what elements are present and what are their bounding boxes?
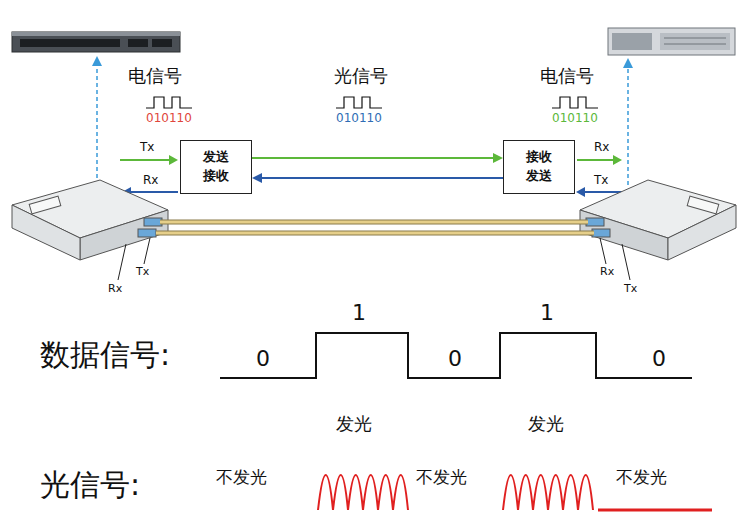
arrow-head bbox=[493, 153, 503, 163]
bit-value: 0 bbox=[448, 346, 462, 371]
optical-module bbox=[12, 180, 168, 260]
box-text: 发送 bbox=[526, 167, 552, 186]
signal-name: Rx bbox=[594, 141, 609, 155]
box-text: 接收 bbox=[526, 148, 552, 167]
signal-connector bbox=[252, 153, 503, 163]
bit-value: 1 bbox=[352, 300, 366, 325]
bit-value: 1 bbox=[540, 300, 554, 325]
signal-name: Tx bbox=[594, 174, 608, 188]
pin-name: Rx bbox=[108, 283, 122, 296]
row-heading: 数据信号: bbox=[40, 338, 170, 373]
pin-name: Tx bbox=[624, 283, 637, 296]
row-heading: 光信号: bbox=[40, 468, 140, 503]
fiber-cable bbox=[156, 222, 594, 233]
leader-line bbox=[118, 238, 630, 280]
optical-module bbox=[580, 180, 736, 260]
state-label: 发光 bbox=[528, 414, 564, 435]
process-box: 接收发送 bbox=[503, 140, 575, 194]
signal-name: Tx bbox=[140, 141, 154, 155]
bit-string: 010110 bbox=[146, 112, 192, 126]
signal-connector bbox=[252, 173, 503, 183]
pin-name: Rx bbox=[600, 266, 614, 279]
pulse-wave bbox=[146, 97, 598, 108]
state-label: 不发光 bbox=[616, 468, 667, 488]
switch-icon bbox=[12, 32, 180, 52]
label-text: 电信号 bbox=[128, 66, 182, 87]
bit-value: 0 bbox=[652, 346, 666, 371]
process-box: 发送接收 bbox=[180, 140, 252, 194]
bit-value: 0 bbox=[256, 346, 270, 371]
server-icon bbox=[608, 28, 735, 55]
data-waveform bbox=[220, 333, 692, 378]
arrow-head bbox=[252, 173, 262, 183]
state-label: 不发光 bbox=[416, 468, 467, 488]
box-text: 发送 bbox=[203, 148, 229, 167]
box-text: 接收 bbox=[203, 167, 229, 186]
pin-name: Tx bbox=[136, 266, 149, 279]
label-text: 电信号 bbox=[540, 66, 594, 87]
state-label: 不发光 bbox=[216, 468, 267, 488]
state-label: 发光 bbox=[336, 414, 372, 435]
label-text: 光信号 bbox=[334, 66, 388, 87]
bit-string: 010110 bbox=[336, 112, 382, 126]
signal-name: Rx bbox=[143, 174, 158, 188]
bit-string: 010110 bbox=[552, 112, 598, 126]
